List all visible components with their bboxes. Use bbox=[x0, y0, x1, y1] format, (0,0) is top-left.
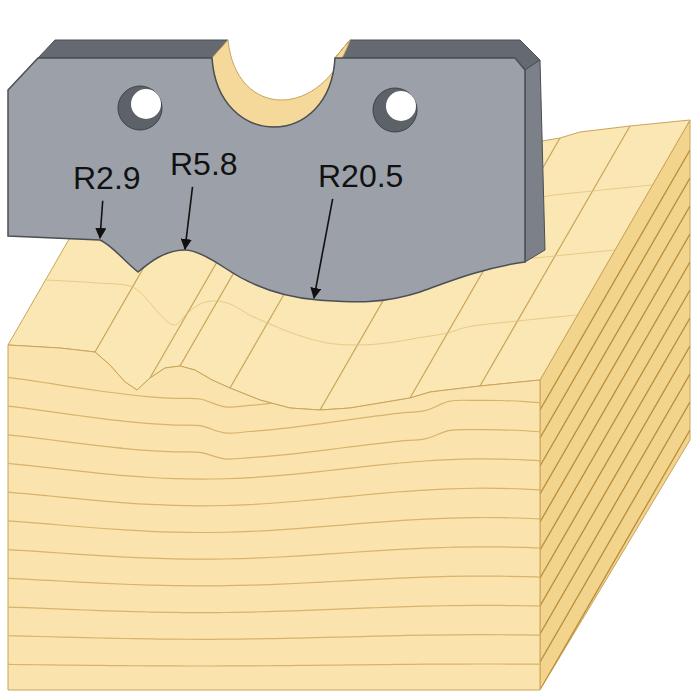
knife-top-face bbox=[38, 40, 228, 58]
knife-side-face bbox=[525, 60, 545, 262]
mounting-hole bbox=[373, 88, 417, 132]
hole-opening bbox=[131, 89, 161, 119]
front-grain bbox=[0, 371, 550, 666]
leader-arrow bbox=[314, 199, 333, 298]
leader-arrow bbox=[185, 187, 193, 249]
hole-opening bbox=[386, 91, 416, 121]
leader-arrow bbox=[100, 201, 103, 238]
wood-block bbox=[0, 85, 690, 700]
mounting-hole bbox=[118, 86, 162, 130]
radius-dimension: R20.5 bbox=[318, 158, 403, 195]
profile-knife bbox=[8, 40, 545, 302]
radius-dimension: R2.9 bbox=[73, 160, 141, 197]
knife-front-face bbox=[8, 58, 525, 302]
radius-dimension: R5.8 bbox=[170, 146, 238, 183]
